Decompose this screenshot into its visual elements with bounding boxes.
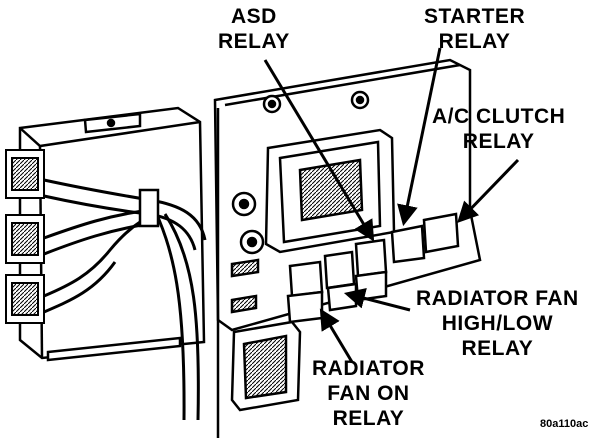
module-connectors — [6, 150, 44, 323]
control-module — [20, 108, 204, 360]
ac-clutch-relay-label-line1: A/C CLUTCH — [432, 105, 566, 128]
ac-clutch-relay-label-line2: RELAY — [462, 130, 535, 153]
starter-relay-label-line2: RELAY — [438, 30, 511, 53]
asd-relay-label-line2: RELAY — [218, 30, 290, 53]
radiator-fan-high-low-relay-label-line3: RELAY — [461, 337, 534, 360]
callout-arrows — [265, 48, 518, 362]
radiator-fan-on-relay-label-line3: RELAY — [332, 407, 405, 430]
figure-reference: 80a110ac — [540, 418, 589, 430]
asd-relay-label: ASD RELAY — [218, 4, 290, 54]
radiator-fan-on-relay-label-line1: RADIATOR — [312, 357, 425, 380]
radiator-fan-on-relay-label: RADIATOR FAN ON RELAY — [312, 356, 425, 431]
radiator-fan-high-low-relay-label-line2: HIGH/LOW — [441, 312, 554, 335]
starter-relay-label-line1: STARTER — [424, 5, 526, 28]
asd-relay-label-line1: ASD — [230, 5, 277, 28]
ac-clutch-relay-label: A/C CLUTCH RELAY — [432, 104, 565, 154]
radiator-fan-on-relay-label-line2: FAN ON — [327, 382, 410, 405]
radiator-fan-high-low-relay-label-line1: RADIATOR FAN — [416, 287, 579, 310]
radiator-fan-high-low-relay-label: RADIATOR FAN HIGH/LOW RELAY — [416, 286, 579, 361]
wiring-harness — [44, 180, 205, 420]
starter-relay-label: STARTER RELAY — [424, 4, 525, 54]
